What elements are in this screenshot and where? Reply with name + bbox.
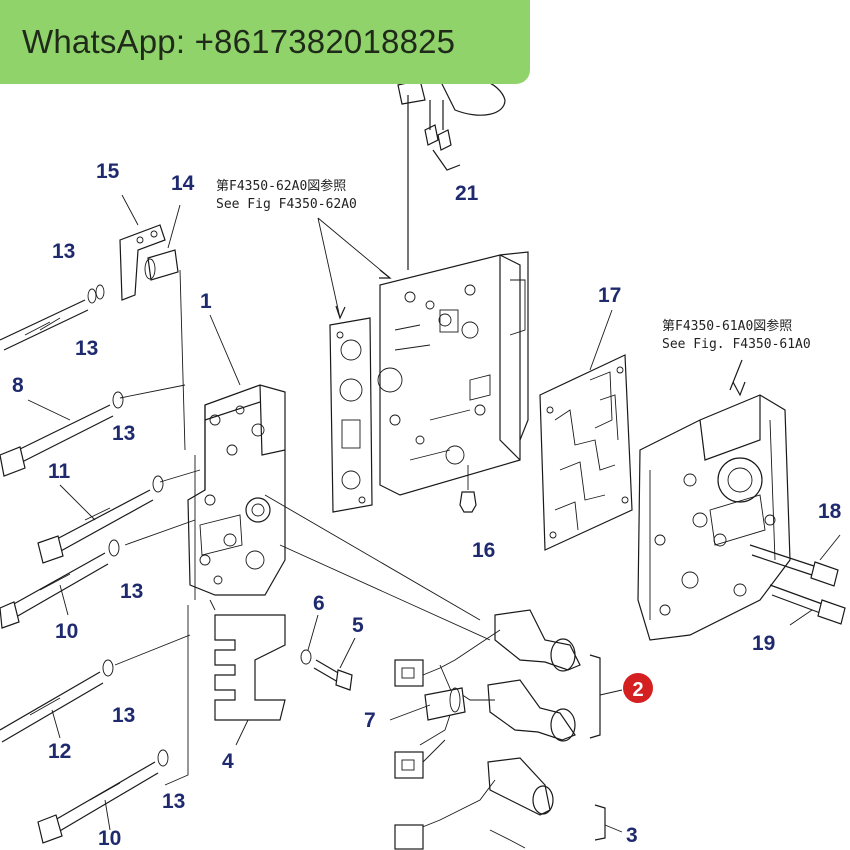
callout-2-highlight: 2 [599,673,653,703]
callout-13: 13 [75,337,98,360]
callout-15: 15 [96,160,120,183]
gasket-plate-upper [329,317,373,513]
washer-6 [300,614,319,665]
callout-13: 13 [112,422,135,445]
callout-21: 21 [455,182,479,205]
bolt-10-upper [0,519,196,629]
solenoid-assembly [264,494,606,850]
callout-3: 3 [626,824,638,847]
callout-13: 13 [112,704,135,727]
callout-1: 1 [200,290,212,313]
bolt-18 [749,534,841,587]
callout-19: 19 [752,632,775,655]
bolt-11 [37,469,201,564]
bolt-5 [313,637,356,691]
callout-14: 14 [171,172,195,195]
bolt-8 [0,384,186,477]
separator-plate-17 [539,309,633,551]
bolt-upper-left [0,284,105,351]
callout-12: 12 [48,740,71,763]
callout-16: 16 [472,539,495,562]
bracket-15 [119,194,166,301]
whatsapp-banner: WhatsApp: +8617382018825 [0,0,530,84]
callout-6: 6 [313,592,325,615]
callout-7: 7 [364,709,376,732]
valve-body-1 [164,269,286,786]
callout-5: 5 [352,614,364,637]
bolt-19 [769,584,846,626]
valve-body-right [637,359,791,641]
callout-13: 13 [120,580,143,603]
ref-note-b-cn: 第F4350-61A0図参照 [662,318,792,334]
callout-4: 4 [222,750,234,773]
callout-18: 18 [818,500,842,523]
callout-10: 10 [98,827,121,850]
callout-2: 2 [632,679,643,701]
callout-13: 13 [52,240,75,263]
ref-note-b-en: See Fig. F4350-61A0 [662,337,811,352]
bolt-12 [0,634,191,743]
whatsapp-contact-text: WhatsApp: +8617382018825 [22,23,456,60]
ref-note-a-cn: 第F4350-62A0図参照 [216,178,346,194]
plate-4 [209,599,286,746]
ref-note-a-en: See Fig F4350-62A0 [216,197,357,212]
callout-8: 8 [12,374,24,397]
callout-10: 10 [55,620,78,643]
callout-13: 13 [162,790,185,813]
valve-body-upper [377,75,529,496]
bolt-10-lower [37,749,169,844]
plug-16 [459,465,477,513]
spacer-14 [144,204,181,281]
callout-11: 11 [48,460,71,483]
callout-17: 17 [598,284,621,307]
